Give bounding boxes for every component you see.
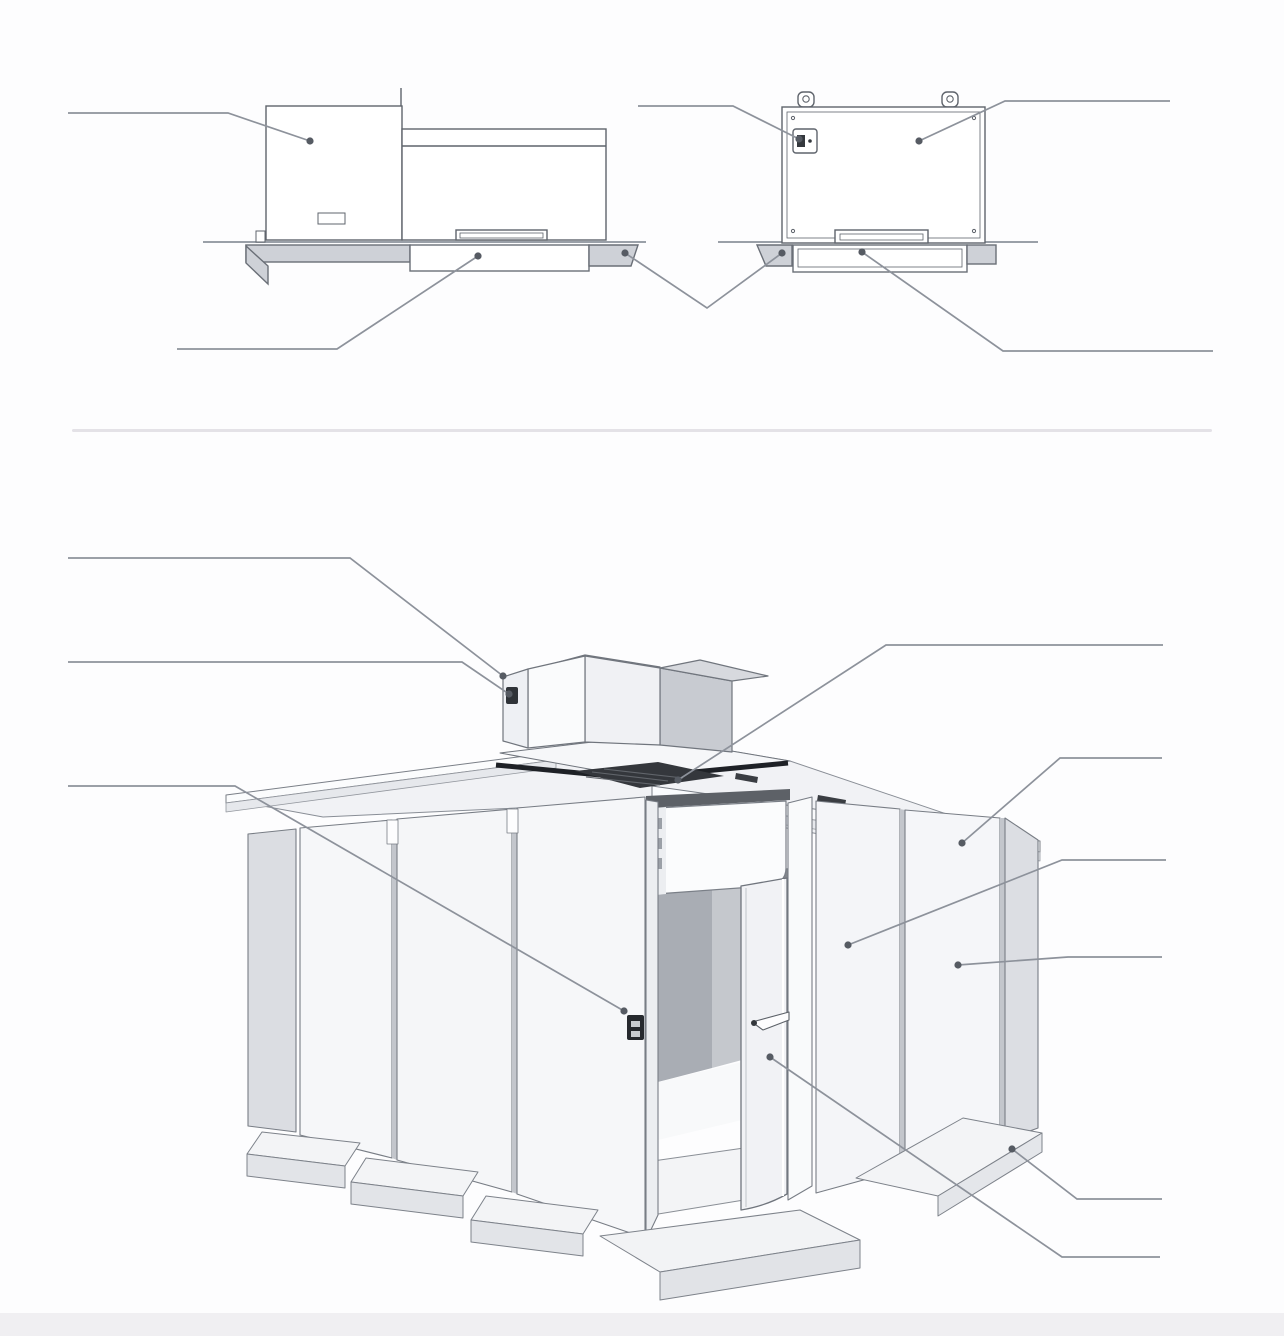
leader-lines <box>68 100 1213 1258</box>
leader-dots <box>306 135 1016 1153</box>
door-panel-wall <box>815 800 901 1194</box>
cold-storage-light-switch <box>627 1015 644 1040</box>
top-right-unit-drawing <box>755 91 997 273</box>
right-wall <box>787 796 1039 1201</box>
library-board-right <box>755 244 793 267</box>
door-header <box>655 800 787 895</box>
door-left-jamb <box>645 799 659 1241</box>
wallboard-panel <box>904 809 1001 1169</box>
depot-evaporator-box-right <box>792 244 968 273</box>
wall-panel <box>299 819 393 1159</box>
board-flap <box>245 244 269 286</box>
cold-room-3d <box>225 654 1043 1301</box>
interior-floor <box>658 1062 742 1140</box>
wall-panel <box>516 796 646 1239</box>
rooftop-condensing-unit <box>502 654 769 753</box>
unit-front-face <box>527 655 586 749</box>
door-frame-panel <box>787 796 813 1201</box>
library-board-right-2 <box>966 244 997 265</box>
right-end-panel <box>1004 817 1039 1141</box>
door-reveal-wall <box>658 876 712 1082</box>
section-divider <box>72 429 1212 432</box>
left-wall <box>247 796 659 1241</box>
unit-right-face <box>584 655 661 746</box>
cold-store-door <box>740 877 790 1211</box>
library-board-left <box>245 244 411 263</box>
door-handle-lock <box>751 1020 757 1026</box>
unit-rear-gray-box <box>659 667 733 753</box>
bottom-band <box>0 1313 1284 1336</box>
left-end-panel <box>247 828 297 1133</box>
door-handle <box>751 1011 790 1031</box>
wall-panel <box>396 808 513 1193</box>
evaporator-top-box <box>401 128 607 241</box>
condenser-unit-box <box>781 106 986 244</box>
depot-evaporator-box-left <box>409 244 590 272</box>
base-plates <box>246 1117 1043 1301</box>
library-board-left-2 <box>588 244 639 267</box>
unit-left-face <box>502 668 529 749</box>
roof-left-skirt <box>225 759 557 813</box>
top-left-unit-drawing <box>245 88 639 286</box>
ceiling-evaporator-opening <box>575 762 724 788</box>
hanging-lugs <box>797 91 959 108</box>
floor-front-slab <box>645 1147 745 1217</box>
